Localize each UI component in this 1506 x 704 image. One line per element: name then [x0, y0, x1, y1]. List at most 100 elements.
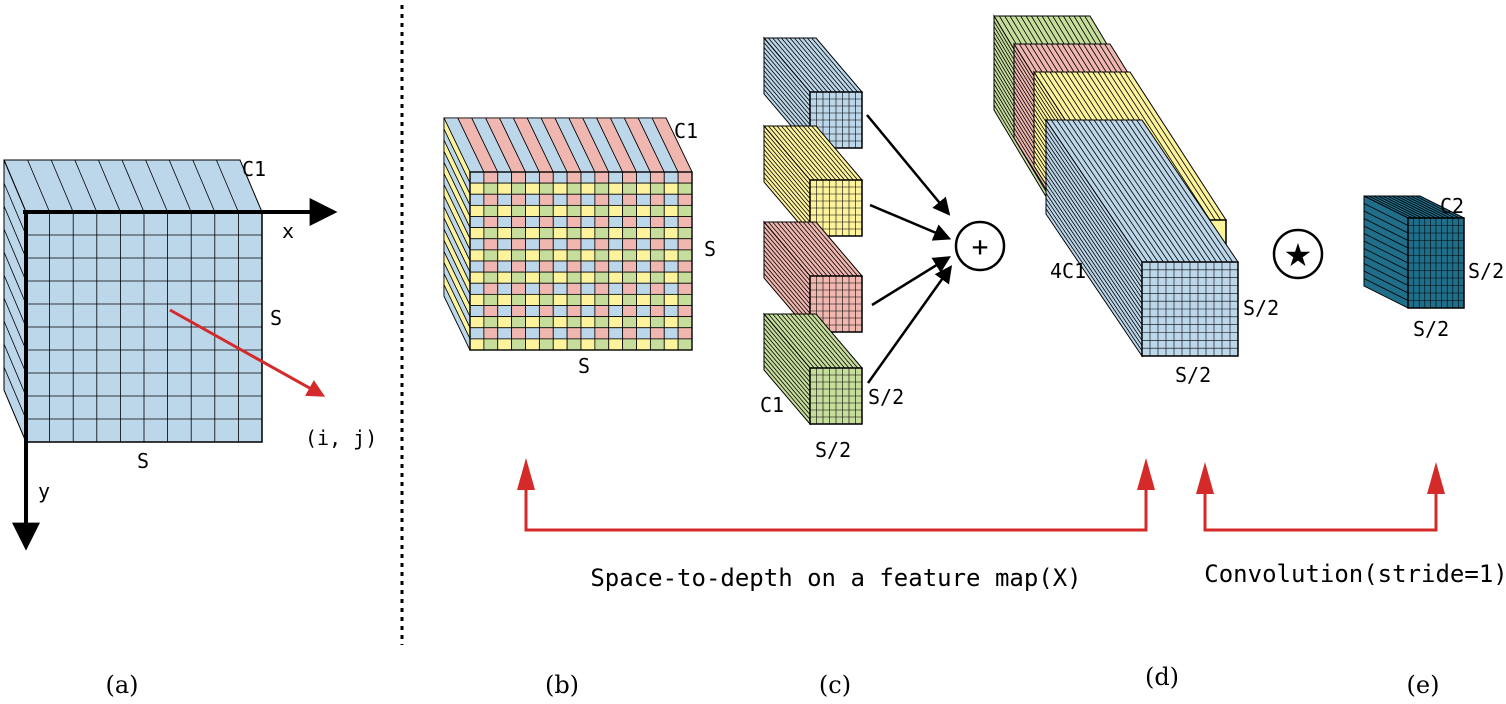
- depth-line: [1045, 156, 1143, 299]
- grid-cell: [622, 216, 637, 229]
- grid-cell: [483, 338, 499, 351]
- grid-cell: [497, 204, 513, 217]
- grid-cell: [594, 338, 610, 351]
- depth-line: [121, 159, 145, 213]
- depth-line: [763, 318, 811, 373]
- point-arrow: [169, 308, 326, 397]
- depth-line: [763, 51, 811, 107]
- grid-cell: [677, 193, 693, 206]
- caption-e: (e): [1407, 671, 1440, 699]
- grid-cell: [622, 316, 637, 329]
- depth-line: [1363, 203, 1409, 226]
- grid-cell: [525, 305, 540, 318]
- grid-cell: [622, 249, 637, 262]
- grid-cell: [497, 305, 513, 318]
- depth-line: [1067, 119, 1164, 263]
- grid-cell: [636, 193, 651, 206]
- grid-cell: [663, 293, 679, 306]
- depth-line: [794, 221, 841, 277]
- depth-line: [1099, 119, 1196, 263]
- label-c2: C2: [1440, 194, 1464, 218]
- grid-cell: [622, 238, 637, 251]
- grid-cell: [483, 182, 499, 195]
- depth-line: [785, 125, 832, 181]
- depth-line: [1045, 192, 1143, 336]
- depth-line: [807, 125, 854, 181]
- grid-cell: [622, 227, 637, 240]
- depth-line: [802, 313, 850, 369]
- grid-cell: [538, 249, 554, 262]
- grid-cell: [511, 249, 526, 262]
- grid-cell: [594, 238, 610, 251]
- depth-line: [1045, 198, 1143, 341]
- grid-cell: [566, 249, 582, 262]
- depth-line: [1363, 218, 1409, 241]
- grid-cell: [663, 238, 679, 251]
- grid-cell: [552, 204, 568, 217]
- convolution-bracket: [1203, 478, 1438, 532]
- depth-line: [1045, 140, 1143, 284]
- grid-cell: [525, 249, 540, 262]
- depth-line: [763, 254, 811, 309]
- grid-cell: [469, 293, 485, 306]
- grid-cell: [511, 182, 526, 195]
- depth-line: [1045, 203, 1143, 346]
- grid-cell: [483, 227, 499, 240]
- grid-cell: [538, 338, 554, 351]
- grid-cell: [636, 227, 651, 240]
- depth-line: [776, 313, 824, 369]
- grid-cell: [677, 338, 693, 351]
- depth-line: [1363, 240, 1409, 264]
- label-s2-bottom-e: S/2: [1413, 317, 1449, 341]
- grid-cell: [469, 193, 485, 206]
- space-to-depth-bracket: [524, 475, 1148, 532]
- depth-line: [1113, 71, 1211, 221]
- depth-line: [768, 313, 815, 369]
- grid-cell: [483, 271, 499, 284]
- grid-cell: [525, 182, 540, 195]
- cube-outline: [469, 171, 693, 351]
- label-s2-bottom-d: S/2: [1175, 363, 1211, 387]
- depth-line: [772, 221, 819, 277]
- grid-cell: [538, 305, 554, 318]
- depth-line: [1093, 119, 1191, 263]
- depth-line: [1045, 187, 1143, 331]
- grid-cell: [483, 305, 499, 318]
- grid-cell: [608, 338, 624, 351]
- grid-cell: [677, 305, 693, 318]
- grid-cell: [580, 216, 596, 229]
- grid-cell: [622, 182, 637, 195]
- grid-cell: [594, 293, 610, 306]
- depth-line: [3, 228, 27, 282]
- grid-cell: [511, 171, 526, 184]
- conv-arrowhead-right: [1427, 462, 1445, 494]
- grid-cell: [649, 271, 665, 284]
- interleaved-feature-map-cube: [443, 117, 693, 351]
- depth-line: [763, 158, 811, 213]
- point-label: (i, j): [305, 426, 377, 450]
- grid-cell: [594, 204, 610, 217]
- depth-line: [1045, 166, 1143, 310]
- depth-line: [1131, 119, 1228, 263]
- grid-cell: [580, 282, 596, 295]
- label-s-bottom-a: S: [137, 449, 149, 473]
- grid-cell: [525, 260, 540, 273]
- depth-line: [772, 313, 819, 369]
- grid-cell: [608, 282, 624, 295]
- grid-cell: [580, 204, 596, 217]
- grid-cell: [566, 238, 582, 251]
- depth-line: [763, 153, 811, 209]
- grid-cell: [594, 249, 610, 262]
- depth-line: [1363, 278, 1409, 301]
- depth-line: [802, 37, 850, 93]
- grid-cell: [483, 293, 499, 306]
- depth-line: [3, 320, 27, 374]
- grid-cell: [538, 182, 554, 195]
- grid-cell: [636, 204, 651, 217]
- depth-line: [763, 231, 811, 286]
- grid-cell: [649, 249, 665, 262]
- grid-cell: [511, 204, 526, 217]
- grid-cell: [538, 293, 554, 306]
- grid-cell: [566, 260, 582, 273]
- grid-cell: [511, 316, 526, 329]
